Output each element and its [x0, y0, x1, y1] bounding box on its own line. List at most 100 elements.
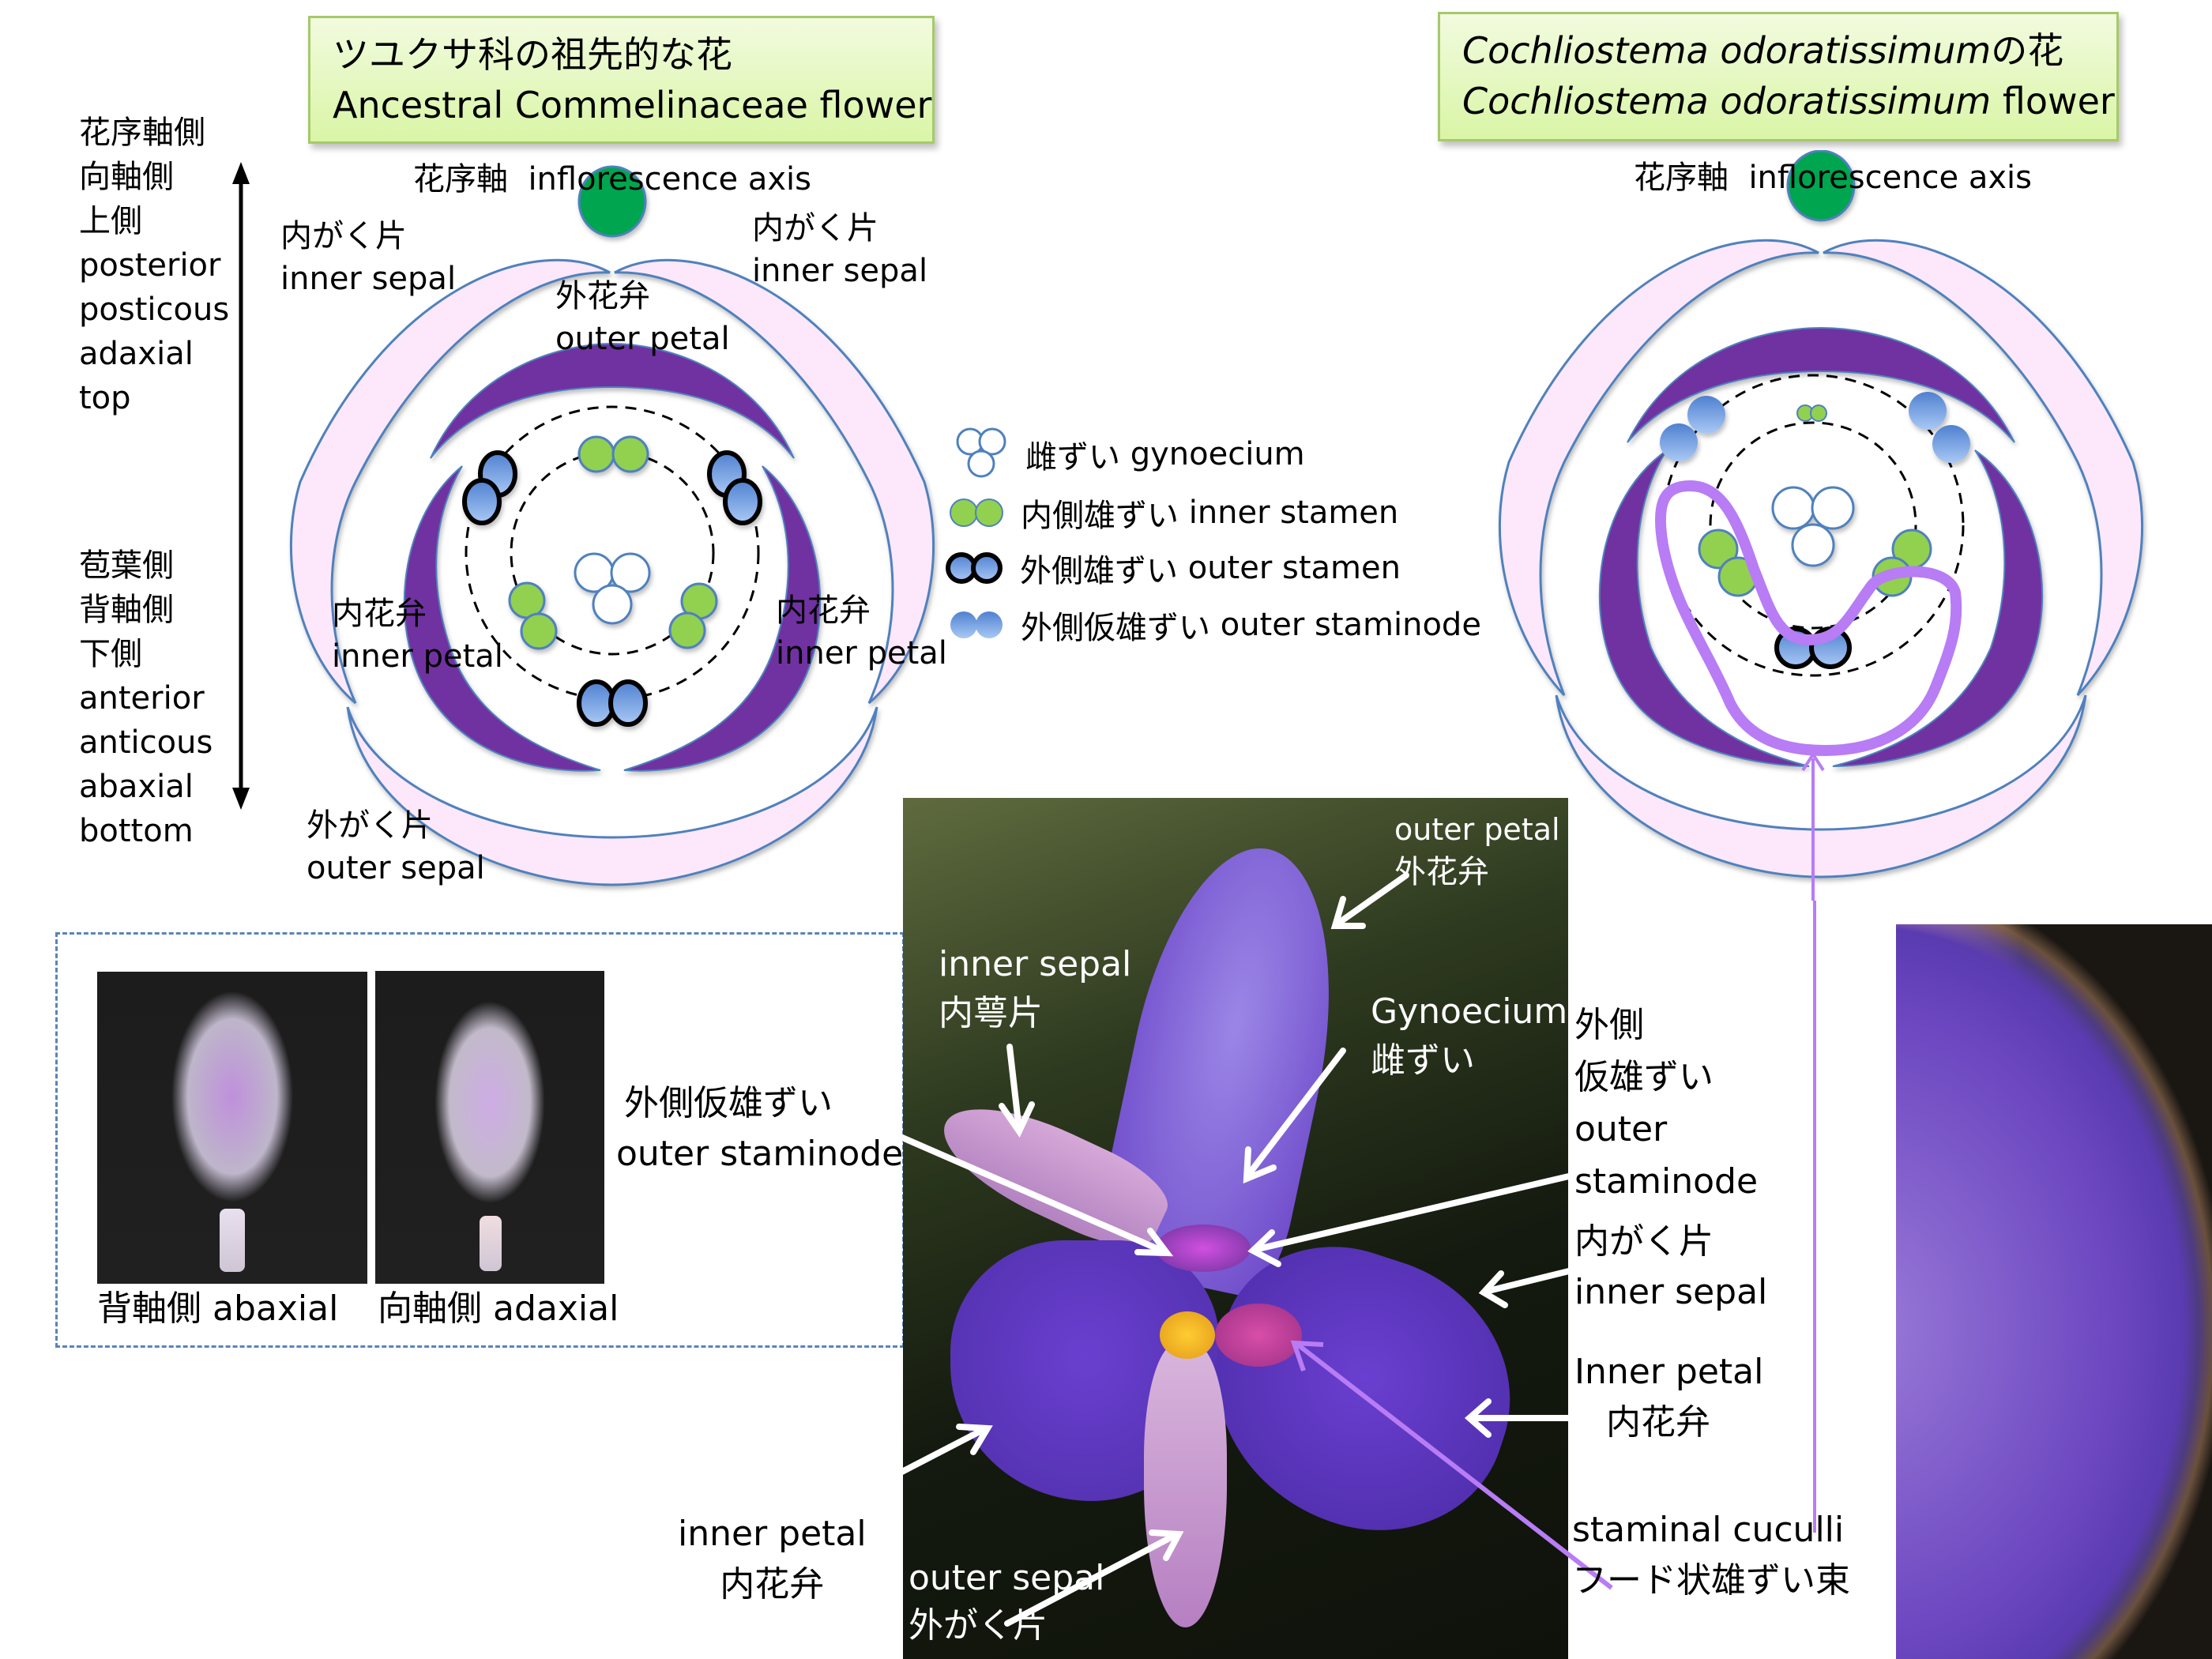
right-axis-label: 花序軸 inflorescence axis: [1634, 156, 2032, 199]
left-title-box: ツユクサ科の祖先的な花 Ancestral Commelinaceae flow…: [308, 16, 935, 144]
inner-sepal-right: [614, 258, 935, 705]
top-term: 向軸側: [79, 159, 174, 195]
arrowhead: [1464, 1398, 1492, 1438]
staminode-stalk: [480, 1216, 502, 1271]
inflorescence-axis-marker: [1786, 150, 1856, 222]
staminode-stalk: [220, 1209, 245, 1272]
top-term: top: [79, 380, 131, 416]
label-en: Gynoecium: [1371, 991, 1568, 1032]
inner-sepal-right: [1823, 239, 2144, 697]
arrow-outer-petal: [1334, 872, 1409, 927]
left-axis-label-ja: 花序軸: [413, 161, 508, 198]
legend-ja: 外側雄ずい: [1020, 553, 1178, 589]
arrowhead: [1243, 1146, 1277, 1184]
label-ja: 内がく片: [1574, 1221, 1714, 1262]
left-axis-label-en: inflorescence axis: [528, 161, 811, 198]
outer-sepal-shape: [1144, 1343, 1227, 1627]
label-ja: 内がく片: [280, 218, 407, 254]
arrow-outer-staminode-right: [1251, 1172, 1575, 1253]
label-en: inner sepal: [939, 944, 1132, 984]
top-term: 上側: [79, 203, 142, 239]
inner-stamen-icon: [950, 498, 1003, 527]
label-en: Inner petal: [1574, 1352, 1764, 1392]
orientation-top-terms: 花序軸側 向軸側 上側 posterior posticous adaxial …: [79, 111, 229, 420]
inner-stamens-reduced: [1796, 404, 1827, 422]
label-ja: 外がく片: [307, 807, 433, 844]
bottom-term: 苞葉側: [79, 547, 174, 584]
label-ja: フード状雄ずい束: [1572, 1560, 1850, 1601]
label-en-1: outer: [1574, 1109, 1668, 1149]
left-axis-label: 花序軸 inflorescence axis: [413, 158, 811, 201]
bottom-term: anticous: [79, 724, 213, 761]
right-axis-label-ja: 花序軸: [1634, 160, 1729, 196]
photo-label-gynoecium: Gynoecium 雌ずい: [1371, 988, 1567, 1085]
top-term: 花序軸側: [79, 115, 205, 151]
arrowhead-cuculli: [1290, 1340, 1324, 1371]
outer-stamens: [462, 450, 762, 727]
inner-stamens: [508, 435, 718, 650]
legend-en: outer stamen: [1187, 550, 1401, 586]
top-term: posterior: [79, 247, 221, 284]
label-ja: 内花弁: [1606, 1402, 1710, 1443]
bottom-term: abaxial: [79, 769, 194, 805]
arrowhead: [956, 1424, 993, 1455]
bottom-term: 背軸側: [79, 592, 174, 628]
right-title-line1-suffix: の花: [1991, 29, 2064, 72]
caption-adaxial: 向軸側 adaxial: [378, 1288, 619, 1329]
label-ja-2: 仮雄ずい: [1574, 1057, 1714, 1097]
legend-item-outer-stamen: 外側雄ずい outer stamen: [942, 545, 1401, 591]
inner-petal-left: [403, 465, 601, 772]
label-ja: 内花弁: [776, 592, 871, 629]
left-title-ja: ツユクサ科の祖先的な花: [333, 33, 732, 76]
inner-sepal-left: [289, 258, 611, 705]
label-en: staminal cuculli: [1572, 1510, 1845, 1550]
label-en: outer staminode: [616, 1134, 904, 1174]
inner-petal-right: [623, 465, 822, 772]
outer-staminode-icon: [950, 611, 1003, 638]
label-outer-sepal: 外がく片 outer sepal: [307, 804, 485, 890]
label-en: inner sepal: [1574, 1272, 1768, 1312]
arrowhead: [1134, 1228, 1174, 1257]
label-en: inner petal: [332, 638, 503, 675]
label-ja: 内花弁: [332, 596, 427, 632]
cuculli-pointer-line-lower: [1813, 901, 1816, 1533]
label-ja: 外花弁: [555, 278, 650, 314]
orientation-double-arrow-icon: [232, 162, 250, 810]
label-inner-petal-left: 内花弁 inner petal: [332, 592, 503, 678]
legend-item-inner-stamen: 内側雄ずい inner stamen: [946, 490, 1398, 536]
cochliostema-floral-diagram: [1498, 150, 2144, 901]
gynoecium-carpels: [1771, 486, 1855, 567]
legend-item-outer-staminode: 外側仮雄ずい outer staminode: [946, 602, 1481, 648]
right-title-line1-species: Cochliostema odoratissimum: [1462, 29, 1992, 72]
label-ja: 内がく片: [752, 210, 878, 246]
right-title-line1: Cochliostema odoratissimumの花: [1462, 25, 2094, 76]
gynoecium-carpels: [574, 552, 651, 625]
right-title-box: Cochliostema odoratissimumの花 Cochliostem…: [1438, 12, 2119, 141]
gynoecium-icon: [956, 427, 1006, 478]
label-en: outer petal: [1394, 812, 1560, 847]
outer-stamen-icon: [946, 552, 1003, 584]
right-label-staminal-cuculli: staminal cuculli フード状雄ずい束: [1572, 1505, 1850, 1606]
arrow-outer-sepal: [1004, 1531, 1180, 1627]
label-ja: 外側仮雄ずい: [624, 1083, 833, 1123]
top-term: posticous: [79, 292, 230, 328]
arrow-cuculli: [1294, 1341, 1613, 1590]
cuculli-pointer-arrowhead: [1801, 751, 1825, 772]
outer-sepal: [1555, 694, 2087, 878]
cochliostema-flower-photo: [903, 798, 1568, 1659]
legend-ja: 外側仮雄ずい: [1021, 610, 1210, 646]
left-title-en: Ancestral Commelinaceae flower: [333, 84, 932, 126]
label-ja: 雌ずい: [1371, 1040, 1475, 1081]
legend-ja: 内側雄ずい: [1021, 498, 1179, 534]
bottom-term: bottom: [79, 813, 194, 849]
label-en: inner petal: [678, 1514, 867, 1554]
top-term: adaxial: [79, 336, 194, 372]
label-en: outer sepal: [307, 850, 485, 886]
right-label-inner-petal: Inner petal 内花弁: [1574, 1347, 1763, 1448]
orientation-bottom-terms: 苞葉側 背軸側 下側 anterior anticous abaxial bot…: [79, 544, 213, 853]
